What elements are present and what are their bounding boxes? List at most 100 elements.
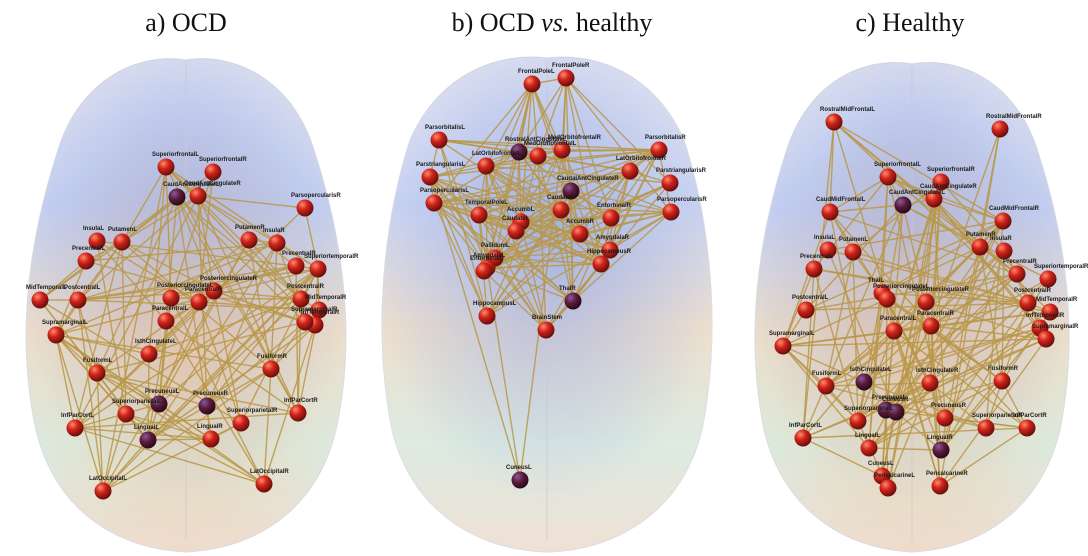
region-label: CaudAntCingulateR <box>920 184 977 190</box>
region-label: PrecuneusL <box>145 389 180 395</box>
region-label: PrecentralR <box>1003 259 1037 265</box>
region-label: LingualL <box>855 433 880 439</box>
region-label: PrecuneusR <box>931 403 967 409</box>
region-label: PrecentralL <box>800 254 833 260</box>
region-label: PostcentralL <box>792 295 829 301</box>
region-node <box>290 405 307 422</box>
region-node <box>1020 295 1037 312</box>
region-label: PrecentralL <box>72 246 105 252</box>
region-label: PutamenR <box>235 225 265 231</box>
region-label: SuperiortemporalR <box>1034 264 1088 270</box>
region-node <box>972 239 989 256</box>
region-label: ParsorbitalisR <box>645 135 686 141</box>
region-label: SupramarginalR <box>1032 324 1079 330</box>
region-label: FrontalPoleR <box>552 63 590 69</box>
region-node <box>845 244 862 261</box>
region-node <box>205 164 222 181</box>
region-node <box>1040 271 1057 288</box>
region-node <box>996 243 1013 260</box>
region-node <box>558 70 575 87</box>
region-node <box>169 189 186 206</box>
region-node <box>603 210 620 227</box>
region-node <box>269 235 286 252</box>
region-label: AccumbR <box>566 219 595 225</box>
region-label: CuneusL <box>868 461 894 467</box>
region-node <box>191 294 208 311</box>
region-label: LingualR <box>197 424 223 430</box>
region-node <box>662 175 679 192</box>
region-label: PericalcarineL <box>874 473 915 479</box>
region-node <box>923 318 940 335</box>
region-node <box>288 258 305 275</box>
region-node <box>199 398 216 415</box>
region-node <box>538 322 555 339</box>
region-label: BrainStem <box>532 315 562 321</box>
region-node <box>932 478 949 495</box>
region-label: ParstriangularisL <box>416 162 466 168</box>
region-node <box>593 256 610 273</box>
region-node <box>775 338 792 355</box>
region-label: IsthCingulateR <box>916 368 959 374</box>
region-label: PostcentralR <box>287 284 325 290</box>
region-label: PutamenL <box>839 237 868 243</box>
region-label: CaudAntCingulateL <box>889 190 945 196</box>
region-label: SuperiorfrontalR <box>927 167 975 173</box>
region-label: ParsopercularisL <box>420 188 469 194</box>
region-node <box>512 472 529 489</box>
region-node <box>158 313 175 330</box>
region-label: SuperiorparietalL <box>112 399 162 405</box>
region-label: FusiformR <box>988 366 1019 372</box>
region-node <box>70 292 87 309</box>
region-label: LingualL <box>134 425 159 431</box>
region-node <box>422 169 439 186</box>
region-label: RostralMidFrontalR <box>986 114 1042 120</box>
region-node <box>263 361 280 378</box>
region-node <box>78 253 95 270</box>
region-label: CaudMidFrontalL <box>816 197 866 203</box>
region-label: SupramarginalR <box>291 307 338 313</box>
region-node <box>310 261 327 278</box>
region-label: SuperiortemporalR <box>304 254 359 260</box>
region-node <box>67 420 84 437</box>
region-label: InsulaL <box>814 235 835 241</box>
region-label: SuperiorfrontalR <box>199 157 247 163</box>
region-node <box>190 188 207 205</box>
region-node <box>937 410 954 427</box>
region-node <box>978 420 995 437</box>
region-label: SupramarginalL <box>42 320 88 326</box>
region-node <box>431 132 448 149</box>
region-node <box>822 204 839 221</box>
region-label: IsthCingulateL <box>850 367 892 373</box>
region-label: IsthCingulateL <box>135 339 177 345</box>
region-node <box>553 202 570 219</box>
region-label: ParsorbitalisL <box>425 125 465 131</box>
region-label: ParsopercularisR <box>657 197 707 203</box>
region-label: CaudateL <box>502 216 530 222</box>
region-node <box>256 476 273 493</box>
region-label: CaudalAntCingulateR <box>557 176 619 182</box>
region-node <box>806 261 823 278</box>
region-node <box>856 374 873 391</box>
region-label: InsulaR <box>263 228 285 234</box>
region-label: InfParCortL <box>789 423 822 429</box>
region-node <box>798 302 815 319</box>
region-label: LatOccipitalR <box>250 469 289 475</box>
region-label: ParacentralR <box>185 287 223 293</box>
region-node <box>118 406 135 423</box>
region-label: ParstriangularisR <box>656 168 707 174</box>
region-label: FusiformL <box>812 371 842 377</box>
region-node <box>479 308 496 325</box>
region-label: PostcentralR <box>1014 288 1052 294</box>
region-node <box>895 197 912 214</box>
connection-edge <box>148 439 211 440</box>
region-label: CuneusL <box>506 465 532 471</box>
region-node <box>1038 331 1055 348</box>
region-label: CaudAntCingulateR <box>184 181 241 187</box>
region-node <box>158 159 175 176</box>
region-node <box>141 346 158 363</box>
region-node <box>508 223 525 240</box>
region-node <box>163 290 180 307</box>
region-node <box>663 204 680 221</box>
region-node <box>826 114 843 131</box>
